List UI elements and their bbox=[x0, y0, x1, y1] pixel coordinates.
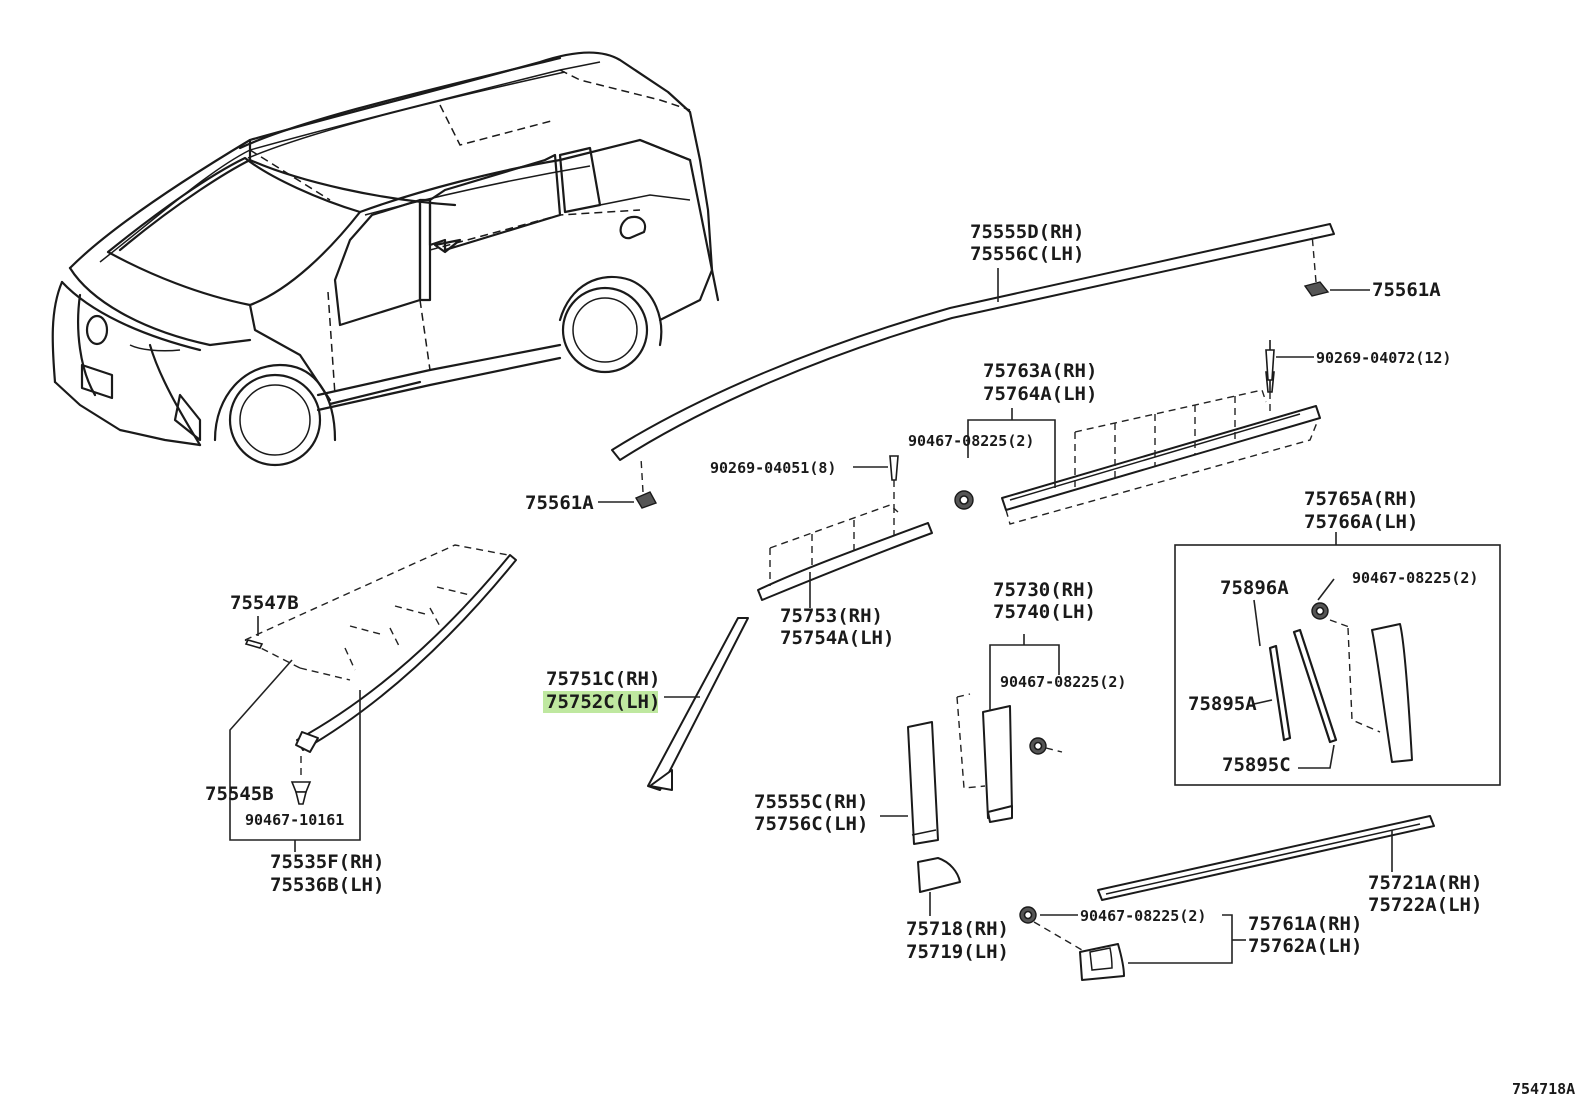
label-75761A[interactable]: 75761A(RH) bbox=[1248, 913, 1362, 935]
label-75895C[interactable]: 75895C bbox=[1222, 754, 1291, 776]
rocker-molding-part[interactable] bbox=[1097, 815, 1435, 901]
label-75536B[interactable]: 75536B(LH) bbox=[270, 874, 384, 896]
label-75555D[interactable]: 75555D(RH) bbox=[970, 221, 1084, 243]
label-75752C[interactable]: 75752C(LH) bbox=[546, 691, 660, 713]
label-75763A[interactable]: 75763A(RH) bbox=[983, 360, 1097, 382]
weatherstrip-75895C-part[interactable] bbox=[1292, 628, 1338, 744]
screw-90269-04051-part[interactable] bbox=[889, 455, 899, 481]
belt-molding-part[interactable] bbox=[1001, 405, 1321, 511]
label-75754A[interactable]: 75754A(LH) bbox=[780, 627, 894, 649]
weatherstrip-75895A-part[interactable] bbox=[1268, 644, 1292, 742]
clip-75547B-part[interactable] bbox=[244, 639, 264, 649]
clip-90467-10161-part[interactable] bbox=[290, 781, 312, 805]
label-90269-04051[interactable]: 90269-04051(8) bbox=[710, 459, 836, 477]
label-75535F[interactable]: 75535F(RH) bbox=[270, 851, 384, 873]
label-75556C[interactable]: 75556C(LH) bbox=[970, 243, 1084, 265]
front-pillar-garnish-part[interactable] bbox=[647, 617, 749, 791]
screw-90269-04072-part[interactable] bbox=[1265, 340, 1275, 393]
quarter-cover-part[interactable] bbox=[917, 857, 961, 893]
clip-90467-08225-d-part[interactable] bbox=[1019, 906, 1037, 924]
label-90467-08225-a[interactable]: 90467-08225(2) bbox=[908, 432, 1034, 450]
roof-molding-part[interactable] bbox=[611, 223, 1335, 461]
label-75555C[interactable]: 75555C(RH) bbox=[754, 791, 868, 813]
label-75721A[interactable]: 75721A(RH) bbox=[1368, 872, 1482, 894]
diagram-id: 754718A bbox=[1512, 1080, 1575, 1098]
label-90467-08225-d[interactable]: 90467-08225(2) bbox=[1080, 907, 1206, 925]
label-75766A[interactable]: 75766A(LH) bbox=[1304, 511, 1418, 533]
label-90467-08225-c[interactable]: 90467-08225(2) bbox=[1000, 673, 1126, 691]
label-75722A[interactable]: 75722A(LH) bbox=[1368, 894, 1482, 916]
label-75730[interactable]: 75730(RH) bbox=[993, 579, 1096, 601]
label-90467-10161[interactable]: 90467-10161 bbox=[245, 811, 344, 829]
label-90269-04072[interactable]: 90269-04072(12) bbox=[1316, 349, 1451, 367]
highlight-75752C bbox=[543, 691, 658, 713]
label-75751C[interactable]: 75751C(RH) bbox=[546, 668, 660, 690]
garnish-75761A-part[interactable] bbox=[1079, 943, 1125, 981]
door-frame-garnish-part[interactable] bbox=[907, 721, 939, 845]
label-75896A[interactable]: 75896A bbox=[1220, 577, 1289, 599]
clip-90467-08225-c-part[interactable] bbox=[1029, 737, 1047, 755]
label-75719[interactable]: 75719(LH) bbox=[906, 941, 1009, 963]
vehicle-illustration bbox=[51, 51, 720, 467]
label-75762A[interactable]: 75762A(LH) bbox=[1248, 935, 1362, 957]
roof-clip-right-part[interactable] bbox=[1303, 281, 1330, 297]
label-75545B[interactable]: 75545B bbox=[205, 783, 274, 805]
b-pillar-garnish-part[interactable] bbox=[982, 705, 1013, 823]
molding-75753-part[interactable] bbox=[757, 522, 933, 601]
label-75740[interactable]: 75740(LH) bbox=[993, 601, 1096, 623]
label-75561A-left[interactable]: 75561A bbox=[525, 492, 594, 514]
label-75895A[interactable]: 75895A bbox=[1188, 693, 1257, 715]
label-75765A[interactable]: 75765A(RH) bbox=[1304, 488, 1418, 510]
a-pillar-molding-part[interactable] bbox=[295, 554, 517, 753]
assembly-box-75765A bbox=[1174, 544, 1501, 786]
rear-quarter-garnish-part[interactable] bbox=[1371, 623, 1413, 763]
label-75561A-top[interactable]: 75561A bbox=[1372, 279, 1441, 301]
clip-90467-08225-b-part[interactable] bbox=[1311, 602, 1329, 620]
label-75718[interactable]: 75718(RH) bbox=[906, 918, 1009, 940]
label-75547B[interactable]: 75547B bbox=[230, 592, 299, 614]
label-90467-08225-b[interactable]: 90467-08225(2) bbox=[1352, 569, 1478, 587]
label-75753[interactable]: 75753(RH) bbox=[780, 605, 883, 627]
label-75756C[interactable]: 75756C(LH) bbox=[754, 813, 868, 835]
label-75764A[interactable]: 75764A(LH) bbox=[983, 383, 1097, 405]
roof-clip-left-part[interactable] bbox=[634, 491, 658, 509]
clip-90467-08225-a-part[interactable] bbox=[954, 490, 974, 510]
